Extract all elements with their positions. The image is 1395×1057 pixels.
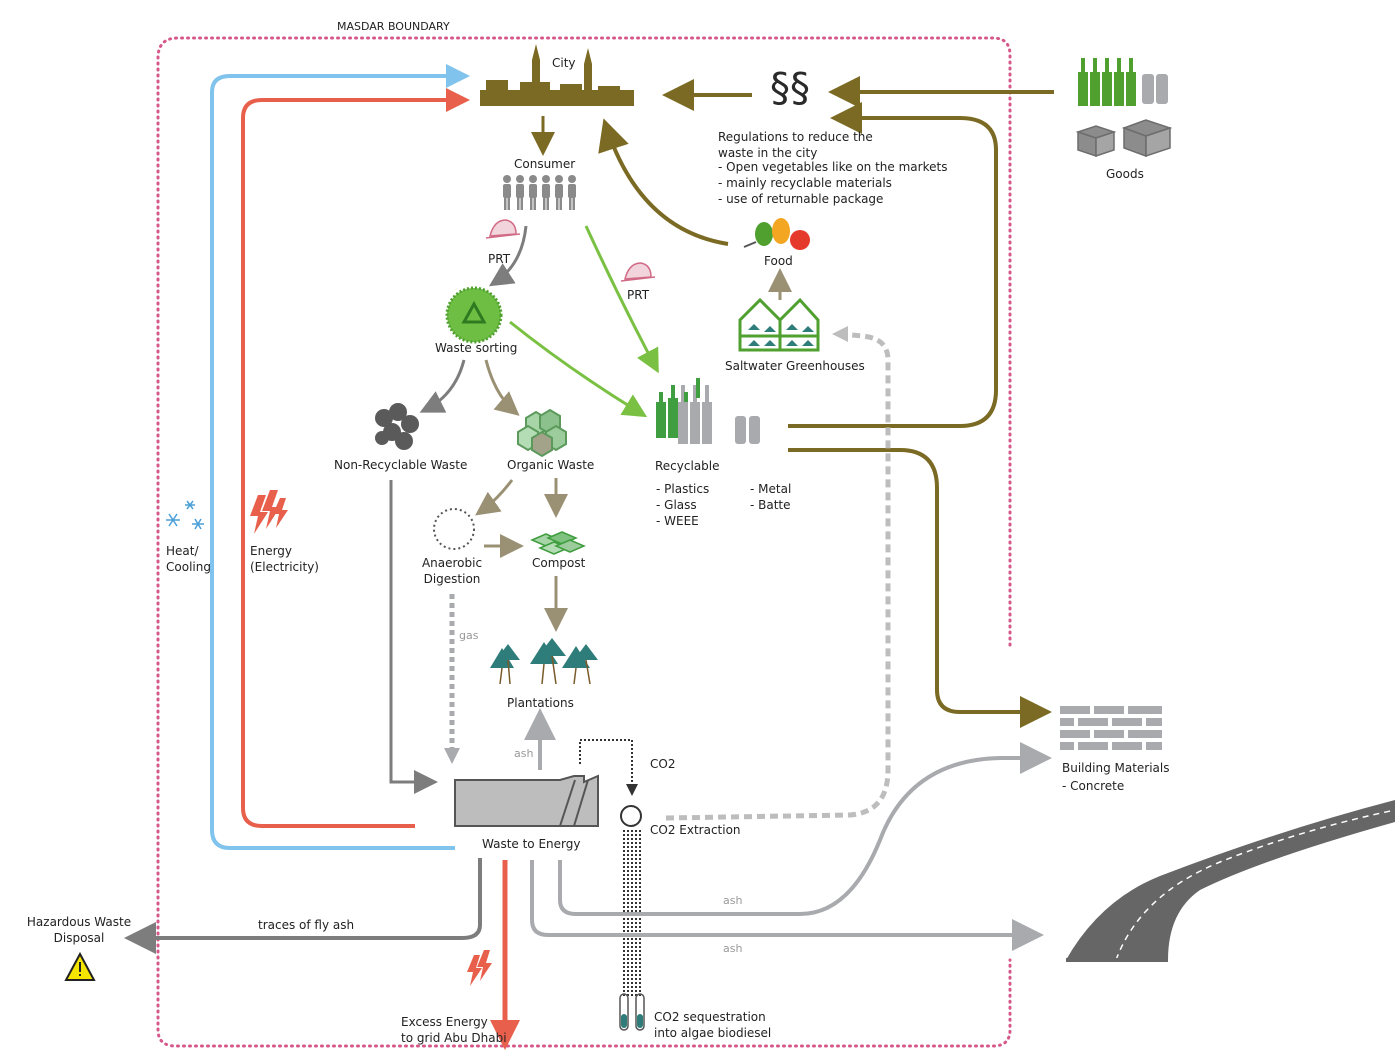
co2-sequestration-label-1: CO2 sequestration bbox=[654, 1010, 766, 1024]
co2-extraction-icon bbox=[620, 805, 642, 827]
recyclable-glass: - Glass bbox=[656, 498, 697, 512]
goods-boxes-icon bbox=[1075, 119, 1173, 158]
anaerobic-digestion-icon bbox=[433, 508, 475, 550]
energy-label-2: (Electricity) bbox=[250, 560, 319, 574]
lightning-icon-excess bbox=[467, 950, 492, 986]
building-materials-label: Building Materials bbox=[1062, 761, 1170, 775]
recyclable-batteries: - Batte bbox=[750, 498, 791, 512]
regulations-section-icon: §§ bbox=[770, 65, 810, 111]
plantations-icon bbox=[490, 638, 598, 685]
regulations-title-2: waste in the city bbox=[718, 146, 818, 160]
regulations-bullet-3: - use of returnable package bbox=[718, 192, 884, 206]
building-materials-icon bbox=[1060, 706, 1162, 750]
consumer-icon bbox=[503, 175, 576, 210]
recyclable-plastics: - Plastics bbox=[656, 482, 710, 496]
compost-label: Compost bbox=[532, 556, 586, 570]
organic-waste-label: Organic Waste bbox=[507, 458, 595, 472]
co2-to-greenhouse-flow bbox=[665, 331, 891, 821]
recyclable-bottles-icon bbox=[656, 378, 712, 444]
city-icon bbox=[480, 44, 634, 106]
regulations-title-1: Regulations to reduce the bbox=[718, 130, 873, 144]
heat-cooling-flow bbox=[210, 64, 470, 850]
fly-ash-label: traces of fly ash bbox=[258, 918, 355, 932]
compost-icon bbox=[530, 531, 586, 555]
recyclable-metal: - Metal bbox=[750, 482, 792, 496]
gas-label: gas bbox=[459, 629, 479, 642]
prt-label-left: PRT bbox=[488, 252, 511, 266]
non-recyclable-label: Non-Recyclable Waste bbox=[334, 458, 468, 472]
ash-label: ash bbox=[514, 747, 534, 760]
masdar-boundary-line bbox=[156, 36, 1012, 1048]
metal-cans-icon bbox=[735, 416, 760, 444]
city-label: City bbox=[552, 56, 576, 70]
regulations-note: Regulations to reduce the waste in the c… bbox=[718, 129, 947, 207]
prt-label-right: PRT bbox=[627, 288, 650, 302]
regulations-bullet-1: - Open vegetables like on the markets bbox=[718, 160, 948, 174]
excess-energy-label-2: to grid Abu Dhabi bbox=[401, 1031, 507, 1045]
hazard-warning-icon bbox=[64, 951, 96, 981]
food-icon bbox=[743, 218, 810, 250]
hazardous-label-1: Hazardous Waste bbox=[26, 915, 132, 929]
waste-to-energy-plant bbox=[454, 774, 599, 827]
anaerobic-label-2: Digestion bbox=[423, 572, 481, 586]
co2-extraction-label: CO2 Extraction bbox=[650, 823, 741, 837]
building-materials-sub: - Concrete bbox=[1062, 779, 1125, 793]
prt-pod-icon-right bbox=[620, 262, 656, 282]
excess-energy-label-1: Excess Energy bbox=[401, 1015, 488, 1029]
heat-cooling-label-1: Heat/ bbox=[166, 544, 199, 558]
goods-label: Goods bbox=[1106, 167, 1144, 181]
hazardous-label-2: Disposal bbox=[53, 931, 105, 945]
waste-sorting-label: Waste sorting bbox=[435, 341, 518, 355]
anaerobic-label-1: Anaerobic bbox=[421, 556, 483, 570]
regulations-bullet-2: - mainly recyclable materials bbox=[718, 176, 892, 190]
food-label: Food bbox=[764, 254, 793, 268]
snowflake-icon bbox=[166, 500, 204, 530]
consumer-label: Consumer bbox=[514, 157, 576, 171]
ash-lower-label: ash bbox=[723, 942, 743, 955]
boundary-label: MASDAR BOUNDARY bbox=[337, 20, 450, 33]
algae-tube-icon bbox=[619, 993, 645, 1031]
recyclable-label: Recyclable bbox=[655, 459, 720, 473]
energy-flow bbox=[241, 88, 470, 828]
road-icon bbox=[1066, 800, 1395, 962]
recycle-icon bbox=[445, 286, 503, 344]
greenhouses-label: Saltwater Greenhouses bbox=[725, 359, 865, 373]
lightning-icon bbox=[250, 490, 288, 534]
plantations-label: Plantations bbox=[507, 696, 574, 710]
co2-sequestration-label-2: into algae biodiesel bbox=[654, 1026, 772, 1040]
organic-waste-icon bbox=[517, 408, 567, 458]
recyclable-weee: - WEEE bbox=[656, 514, 699, 528]
heat-cooling-label-2: Cooling bbox=[166, 560, 211, 574]
ash-upper-label: ash bbox=[723, 894, 743, 907]
prt-pod-icon-left bbox=[485, 219, 521, 239]
co2-label: CO2 bbox=[650, 757, 676, 771]
non-recyclable-icon bbox=[375, 403, 419, 450]
goods-bottles-icon bbox=[1078, 58, 1136, 106]
waste-to-energy-label: Waste to Energy bbox=[482, 837, 581, 851]
greenhouse-icon bbox=[738, 297, 820, 352]
energy-label-1: Energy bbox=[250, 544, 293, 558]
